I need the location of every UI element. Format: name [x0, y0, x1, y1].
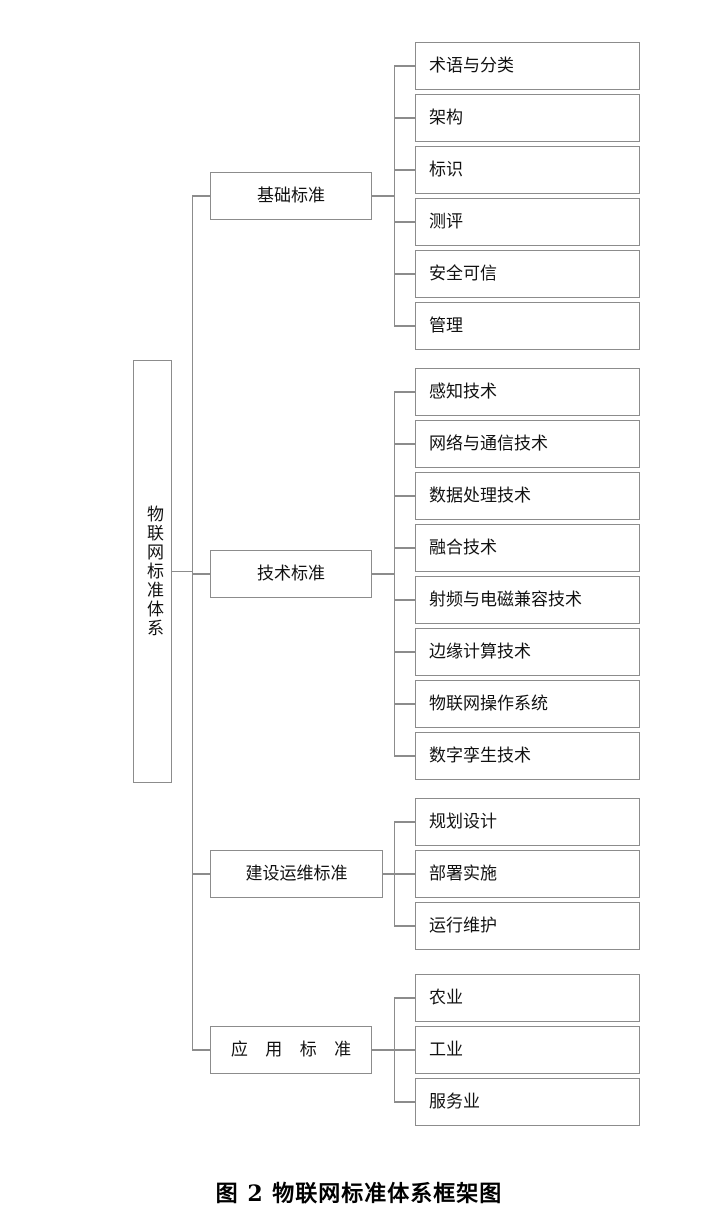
leaf-box-label: 管理	[429, 315, 463, 336]
leaf-connector-1-2	[394, 495, 415, 497]
group-left-connector-0	[192, 195, 210, 197]
leaf-box-1-3: 融合技术	[415, 524, 640, 572]
group-box-label: 基础标准	[257, 185, 325, 206]
leaf-box-label: 网络与通信技术	[429, 433, 548, 454]
leaf-box-label: 边缘计算技术	[429, 641, 531, 662]
leaf-box-0-4: 安全可信	[415, 250, 640, 298]
leaf-box-label: 规划设计	[429, 811, 497, 832]
leaf-box-3-1: 工业	[415, 1026, 640, 1074]
leaf-connector-1-0	[394, 391, 415, 393]
leaf-connector-2-1	[394, 873, 415, 875]
leaf-box-label: 感知技术	[429, 381, 497, 402]
group-right-connector-3	[372, 1049, 394, 1051]
leaf-connector-3-2	[394, 1101, 415, 1103]
group-box-label: 建设运维标准	[245, 863, 348, 884]
leaf-box-2-1: 部署实施	[415, 850, 640, 898]
leaf-box-label: 数据处理技术	[429, 485, 531, 506]
leaf-box-label: 部署实施	[429, 863, 497, 884]
root-box-label: 物联网标准体系	[143, 505, 163, 638]
leaf-connector-1-5	[394, 651, 415, 653]
leaf-connector-0-5	[394, 325, 415, 327]
leaf-box-label: 标识	[429, 159, 463, 180]
leaf-spine-1	[394, 392, 396, 756]
group-box-label: 应 用 标 准	[230, 1039, 358, 1060]
leaf-box-label: 服务业	[429, 1091, 480, 1112]
leaf-box-label: 数字孪生技术	[429, 745, 531, 766]
leaf-box-2-0: 规划设计	[415, 798, 640, 846]
root-spine	[192, 196, 194, 1050]
leaf-box-label: 测评	[429, 211, 463, 232]
group-left-connector-2	[192, 873, 210, 875]
leaf-connector-1-6	[394, 703, 415, 705]
leaf-box-1-0: 感知技术	[415, 368, 640, 416]
leaf-box-1-4: 射频与电磁兼容技术	[415, 576, 640, 624]
leaf-connector-2-0	[394, 821, 415, 823]
leaf-connector-1-7	[394, 755, 415, 757]
leaf-spine-2	[394, 822, 396, 926]
leaf-box-label: 农业	[429, 987, 463, 1008]
leaf-box-label: 射频与电磁兼容技术	[429, 589, 582, 610]
leaf-box-0-5: 管理	[415, 302, 640, 350]
group-left-connector-3	[192, 1049, 210, 1051]
leaf-box-1-5: 边缘计算技术	[415, 628, 640, 676]
leaf-box-label: 融合技术	[429, 537, 497, 558]
leaf-connector-0-0	[394, 65, 415, 67]
leaf-box-label: 运行维护	[429, 915, 497, 936]
leaf-connector-0-1	[394, 117, 415, 119]
leaf-box-1-1: 网络与通信技术	[415, 420, 640, 468]
leaf-box-1-7: 数字孪生技术	[415, 732, 640, 780]
group-box-1: 技术标准	[210, 550, 372, 598]
leaf-connector-0-2	[394, 169, 415, 171]
group-right-connector-1	[372, 573, 394, 575]
leaf-box-0-0: 术语与分类	[415, 42, 640, 90]
leaf-box-label: 安全可信	[429, 263, 497, 284]
leaf-box-label: 工业	[429, 1039, 463, 1060]
leaf-box-0-3: 测评	[415, 198, 640, 246]
figure-caption: 图 2 物联网标准体系框架图	[215, 1181, 503, 1207]
leaf-box-0-1: 架构	[415, 94, 640, 142]
leaf-box-3-0: 农业	[415, 974, 640, 1022]
leaf-box-3-2: 服务业	[415, 1078, 640, 1126]
group-box-2: 建设运维标准	[210, 850, 383, 898]
leaf-connector-0-3	[394, 221, 415, 223]
leaf-box-1-6: 物联网操作系统	[415, 680, 640, 728]
group-right-connector-2	[383, 873, 394, 875]
leaf-box-1-2: 数据处理技术	[415, 472, 640, 520]
root-connector	[172, 570, 192, 573]
leaf-box-label: 术语与分类	[429, 55, 514, 76]
leaf-box-label: 架构	[429, 107, 463, 128]
group-box-3: 应 用 标 准	[210, 1026, 372, 1074]
leaf-connector-2-2	[394, 925, 415, 927]
group-box-0: 基础标准	[210, 172, 372, 220]
group-box-label: 技术标准	[257, 563, 325, 584]
group-right-connector-0	[372, 195, 394, 197]
leaf-connector-0-4	[394, 273, 415, 275]
leaf-box-2-2: 运行维护	[415, 902, 640, 950]
leaf-box-label: 物联网操作系统	[429, 693, 548, 714]
leaf-connector-1-4	[394, 599, 415, 601]
leaf-connector-3-0	[394, 997, 415, 999]
group-left-connector-1	[192, 573, 210, 575]
leaf-spine-0	[394, 66, 396, 326]
root-box: 物联网标准体系	[133, 360, 172, 783]
leaf-connector-1-3	[394, 547, 415, 549]
leaf-connector-3-1	[394, 1049, 415, 1051]
leaf-box-0-2: 标识	[415, 146, 640, 194]
leaf-connector-1-1	[394, 443, 415, 445]
leaf-spine-3	[394, 998, 396, 1102]
